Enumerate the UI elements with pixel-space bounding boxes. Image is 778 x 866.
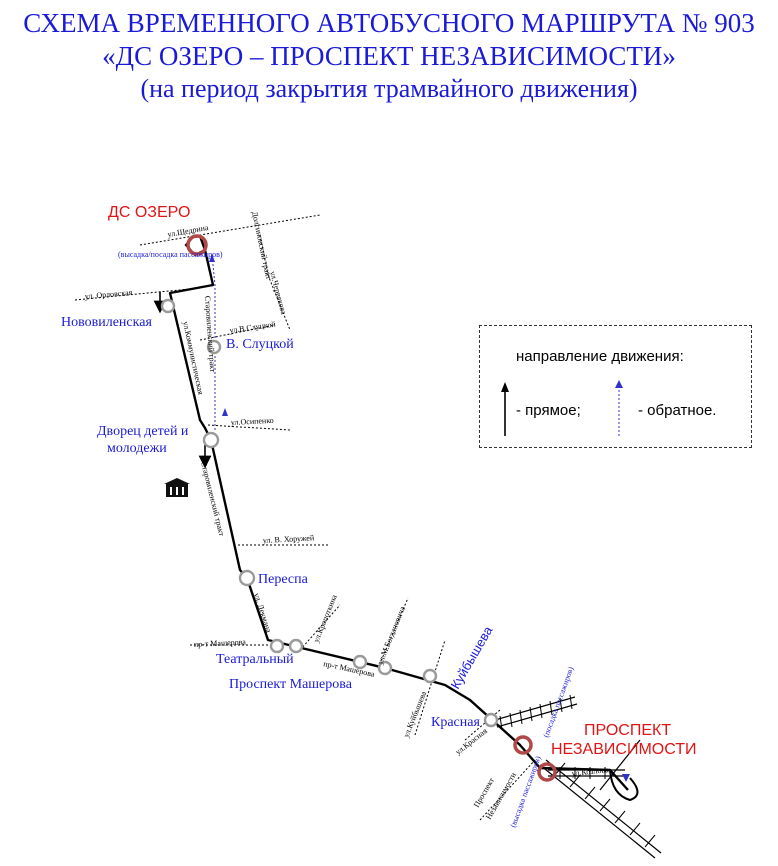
street-slutskoy-line	[199, 324, 276, 341]
street-bogdanovicha-line	[377, 597, 409, 669]
legend-forward-arrowhead-icon	[501, 382, 509, 392]
stop-novovilenskaya-label: Нововиленская	[61, 315, 152, 330]
stop-krasnaya-marker	[483, 712, 499, 728]
map-title-line3: (на период закрытия трамвайного движения…	[140, 74, 638, 103]
street-orlovskaya-label: ул. Орловская	[84, 288, 133, 301]
route-loop-end	[609, 769, 639, 802]
street-chervyakova-line	[267, 274, 291, 331]
stop-teatralny-marker	[269, 638, 285, 654]
stop-dvorets-label-2: молодежи	[107, 441, 167, 456]
stop-dvorets-label-1: Дворец детей и	[97, 424, 189, 439]
terminal-nez-alight-marker	[537, 762, 557, 782]
street-prospekt-line	[479, 759, 536, 821]
terminal-nez-label-2: НЕЗАВИСИМОСТИ	[551, 741, 697, 758]
map-title-line1: СХЕМА ВРЕМЕННОГО АВТОБУСНОГО МАРШРУТА № …	[23, 8, 755, 38]
terminal-nez-alight-note: (высадка пассажиров)	[508, 755, 542, 829]
stop-masherova-marker-2	[377, 660, 393, 676]
terminal-ozero-label: ДС ОЗЕРО	[108, 204, 190, 221]
street-bogdanovicha-label: ул.М.Богдановича	[376, 605, 408, 666]
stop-perespa-label: Переспа	[258, 572, 309, 587]
stop-masherova-marker	[352, 654, 368, 670]
legend-symbols	[501, 380, 623, 436]
street-krasnaya-label: ул.Красная	[454, 726, 489, 756]
building-icon	[164, 478, 190, 497]
legend-title: направление движения:	[516, 348, 684, 365]
terminal-nez-board-marker	[513, 735, 533, 755]
street-kuybysheva-small-label: ул.Куйбышева	[402, 689, 429, 738]
street-kropotkina-label: ул.Кропоткина	[312, 593, 339, 644]
legend-reverse-label: - обратное.	[638, 402, 717, 419]
terminal-ozero-note: (высадка/посадка пассажиров)	[118, 250, 223, 259]
street-slutskoy-label: ул.В.Слуцкой	[229, 320, 277, 335]
street-kozlova-label: ул.Козлова	[571, 765, 609, 778]
stop-kuybysheva-marker	[422, 668, 438, 684]
terminal-nez-board-note: (посадка пассажиров)	[541, 665, 575, 738]
stop-krasnaya-label: Красная	[431, 715, 480, 730]
legend-forward-label: - прямое;	[516, 402, 581, 419]
stop-dvorets-marker	[202, 431, 220, 449]
street-osipenko-label: ул.Осипенко	[231, 416, 274, 427]
street-chervyakova-label: ул.Червякова	[268, 270, 288, 316]
street-shchedrina-line	[139, 214, 321, 246]
terminal-markers	[186, 234, 557, 782]
stop-teatralny-label: Театральный	[216, 652, 294, 667]
stop-slutskoy-marker	[206, 339, 222, 355]
street-dolginovsky-label: Долгиновский тракт	[250, 211, 273, 281]
route-reverse-line	[211, 254, 216, 430]
street-masherova-mid-label: пр-т Машерова	[323, 659, 376, 679]
street-orlovskaya-line	[74, 287, 201, 301]
stop-novovilenskaya-marker	[160, 298, 176, 314]
street-dolginovsky-line	[259, 234, 269, 276]
stop-perespa-marker	[238, 569, 256, 587]
street-starovilensky-upper-label: Старовиленский тракт	[203, 296, 217, 374]
legend-box: направление движения: - прямое; - обратн…	[479, 325, 752, 448]
side-streets	[74, 214, 536, 821]
stop-teatralny-marker-2	[288, 638, 304, 654]
reverse-arrow-icon	[222, 408, 228, 416]
street-kuybysheva-line	[414, 639, 446, 736]
legend-reverse-arrowhead-icon	[615, 380, 623, 388]
terminal-nez-label-1: ПРОСПЕКТ	[584, 722, 671, 739]
stops	[160, 298, 499, 728]
tram-tracks	[494, 696, 662, 859]
map-title-line2: «ДС ОЗЕРО – ПРОСПЕКТ НЕЗАВИСИМОСТИ»	[102, 41, 676, 71]
street-khoruzhey-label: ул. В. Хоружей	[263, 533, 315, 545]
street-starovilensky-lower-label: Старовиленский тракт	[199, 460, 226, 537]
street-kuybysheva-blue-label: Куйбышева	[448, 623, 496, 692]
street-masherova-left-label: пр-т Машерова	[194, 637, 247, 649]
terminal-ozero-marker	[186, 234, 208, 256]
stop-masherova-label: Проспект Машерова	[229, 677, 353, 692]
reverse-arrow-icon	[622, 774, 630, 782]
street-osipenko-line	[207, 424, 291, 431]
stop-slutskoy-label: В. Слуцкой	[226, 337, 294, 352]
reverse-arrow-icon	[209, 254, 215, 262]
